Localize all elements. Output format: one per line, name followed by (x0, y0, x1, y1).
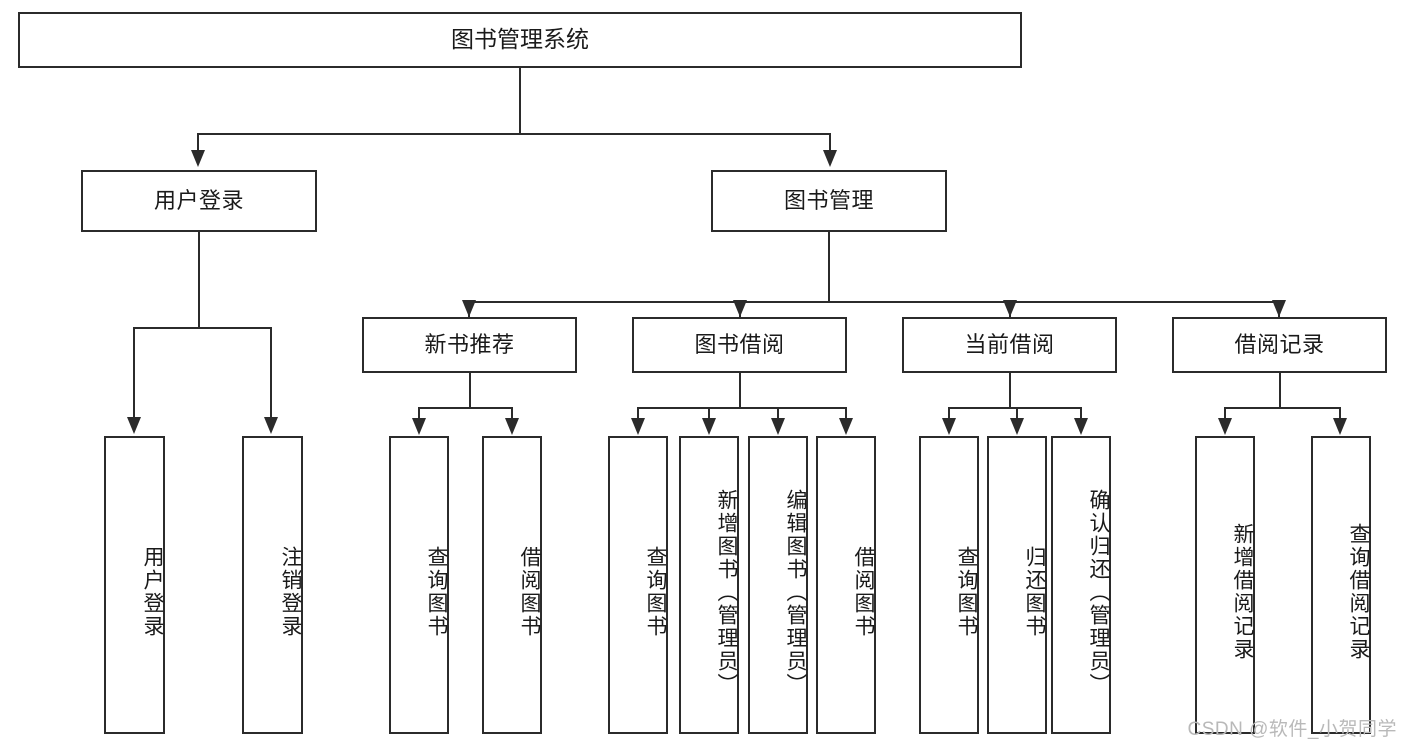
node-label: 查询图书 (425, 546, 448, 638)
node-label: 用户登录 (153, 187, 244, 213)
node-current-borrow[interactable]: 当前借阅 (902, 317, 1117, 373)
node-label: 编辑图书（管理员） (784, 488, 807, 696)
leaf-node-cb-query-book[interactable]: 查询图书 (919, 436, 979, 734)
node-user-login[interactable]: 用户登录 (81, 170, 317, 232)
arrowhead-br-add (1218, 418, 1232, 435)
connector-drop-leaf-user-login (133, 327, 135, 418)
connector-current-borrow-stem (1009, 373, 1011, 408)
leaf-node-nb-query-book[interactable]: 查询图书 (389, 436, 449, 734)
leaf-node-br-add-record[interactable]: 新增借阅记录 (1195, 436, 1255, 734)
arrowhead-bb-edit (771, 418, 785, 435)
connector-book-borrow-stem (739, 373, 741, 408)
arrowhead-borrow-record (1272, 300, 1286, 317)
node-label: 借阅图书 (852, 546, 875, 638)
connector-drop-bb-borrow (845, 407, 847, 419)
leaf-node-cb-return-book[interactable]: 归还图书 (987, 436, 1047, 734)
node-label: 图书管理 (783, 187, 874, 213)
node-borrow-record[interactable]: 借阅记录 (1172, 317, 1387, 373)
node-label: 用户登录 (141, 546, 164, 638)
leaf-node-logout[interactable]: 注销登录 (242, 436, 303, 734)
leaf-node-br-query-record[interactable]: 查询借阅记录 (1311, 436, 1371, 734)
node-label: 注销登录 (279, 546, 302, 638)
node-book-borrow[interactable]: 图书借阅 (632, 317, 847, 373)
arrowhead-cb-query (942, 418, 956, 435)
node-label: 借阅记录 (1234, 331, 1325, 357)
arrowhead-br-query (1333, 418, 1347, 435)
node-label: 查询借阅记录 (1347, 523, 1370, 661)
connector-bus-new-book-children (418, 407, 513, 409)
connector-drop-book-management (829, 133, 831, 151)
connector-drop-br-query (1339, 407, 1341, 419)
connector-user-login-stem (198, 232, 200, 328)
arrowhead-nb-query (412, 418, 426, 435)
leaf-node-bb-borrow-book[interactable]: 借阅图书 (816, 436, 876, 734)
connector-borrow-record-stem (1279, 373, 1281, 408)
node-root-book-management-system[interactable]: 图书管理系统 (18, 12, 1022, 68)
connector-bus-level3 (468, 301, 1280, 303)
leaf-node-bb-query-book[interactable]: 查询图书 (608, 436, 668, 734)
arrowhead-bb-query (631, 418, 645, 435)
arrowhead-bb-borrow (839, 418, 853, 435)
connector-book-management-stem (828, 232, 830, 302)
connector-root-stem (519, 68, 521, 134)
connector-drop-br-add (1224, 407, 1226, 419)
connector-drop-user-login (197, 133, 199, 151)
leaf-node-cb-confirm-return[interactable]: 确认归还（管理员） (1051, 436, 1111, 734)
leaf-node-bb-add-book[interactable]: 新增图书（管理员） (679, 436, 739, 734)
connector-bus-level2 (197, 133, 831, 135)
connector-bus-current-borrow-children (948, 407, 1082, 409)
connector-bus-book-borrow-children (637, 407, 846, 409)
node-label: 借阅图书 (518, 546, 541, 638)
node-label: 图书管理系统 (451, 26, 589, 53)
connector-bus-user-login-children (133, 327, 272, 329)
node-label: 归还图书 (1023, 546, 1046, 638)
leaf-node-bb-edit-book[interactable]: 编辑图书（管理员） (748, 436, 808, 734)
connector-drop-bb-add (708, 407, 710, 419)
arrowhead-new-book (462, 300, 476, 317)
connector-bus-borrow-record-children (1224, 407, 1341, 409)
node-label: 图书借阅 (694, 331, 785, 357)
arrowhead-book-borrow (733, 300, 747, 317)
leaf-node-nb-borrow-book[interactable]: 借阅图书 (482, 436, 542, 734)
arrowhead-leaf-user-login (127, 417, 141, 434)
connector-drop-cb-query (948, 407, 950, 419)
connector-drop-leaf-logout (270, 327, 272, 418)
connector-drop-bb-query (637, 407, 639, 419)
arrowhead-book-management (823, 150, 837, 167)
connector-new-book-stem (469, 373, 471, 408)
arrowhead-cb-return (1010, 418, 1024, 435)
watermark-text: CSDN @软件_小贺同学 (1187, 719, 1397, 740)
node-label: 新增图书（管理员） (715, 488, 738, 696)
connector-drop-cb-return (1016, 407, 1018, 419)
node-new-book-recommend[interactable]: 新书推荐 (362, 317, 577, 373)
arrowhead-cb-confirm (1074, 418, 1088, 435)
arrowhead-user-login (191, 150, 205, 167)
connector-drop-nb-borrow (511, 407, 513, 419)
node-book-management[interactable]: 图书管理 (711, 170, 947, 232)
connector-drop-bb-edit (777, 407, 779, 419)
arrowhead-bb-add (702, 418, 716, 435)
connector-drop-cb-confirm (1080, 407, 1082, 419)
node-label: 查询图书 (644, 546, 667, 638)
node-label: 新增借阅记录 (1231, 523, 1254, 661)
node-label: 当前借阅 (964, 331, 1055, 357)
node-label: 查询图书 (955, 546, 978, 638)
node-label: 确认归还（管理员） (1087, 488, 1110, 696)
leaf-node-user-login[interactable]: 用户登录 (104, 436, 165, 734)
node-label: 新书推荐 (424, 331, 515, 357)
arrowhead-current-borrow (1003, 300, 1017, 317)
connector-drop-nb-query (418, 407, 420, 419)
arrowhead-nb-borrow (505, 418, 519, 435)
arrowhead-leaf-logout (264, 417, 278, 434)
